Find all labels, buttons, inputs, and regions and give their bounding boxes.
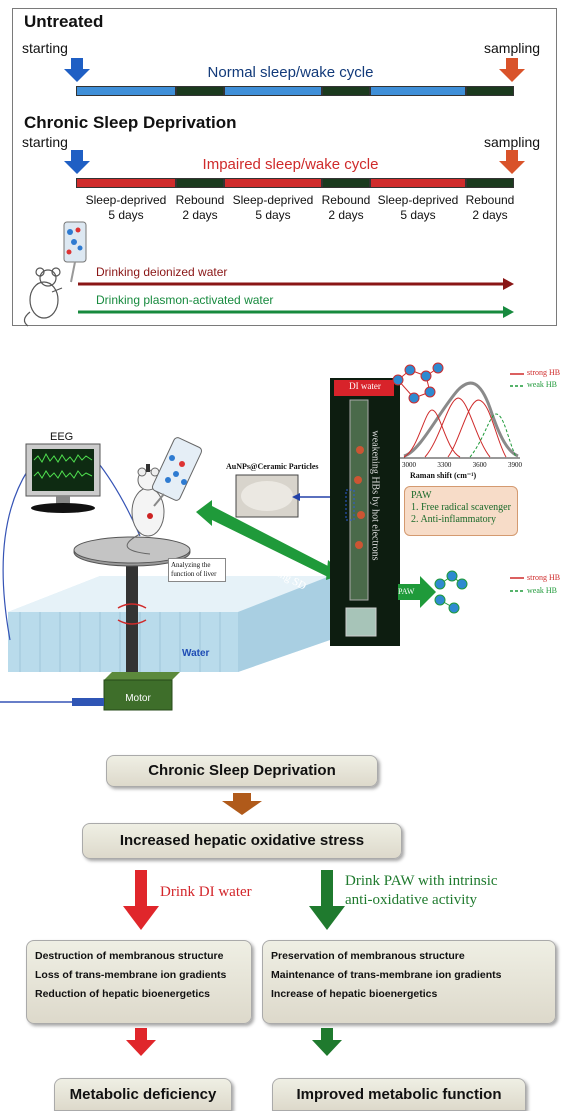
right-outcome-label: Improved metabolic function [296, 1086, 502, 1103]
normal-segment [76, 86, 176, 96]
aunps-particles [235, 474, 342, 518]
effect-item: Reduction of hepatic bioenergetics [35, 988, 211, 1000]
effect-item: Maintenance of trans-membrane ion gradie… [271, 969, 502, 981]
raman-tick: 3600 [472, 461, 487, 469]
di-water-arrow [78, 278, 514, 290]
oxidative-stress-box: Increased hepatic oxidative stress [82, 823, 402, 859]
right-effects-box: Preservation of membranous structure Mai… [262, 940, 556, 1024]
legend-weak: weak HB [527, 586, 557, 595]
left-outcome-label: Metabolic deficiency [69, 1086, 217, 1103]
timeline-arrows [23, 58, 525, 327]
paw-box-item: 2. Anti-inflammatory [411, 514, 496, 525]
raman-tick: 3900 [507, 461, 522, 469]
dark-segment [466, 86, 514, 96]
rebound-segment [322, 178, 370, 188]
flowchart-arrows [123, 793, 345, 1056]
motor [0, 672, 180, 711]
motor-label: Motor [125, 693, 151, 704]
normal-cycle-label: Normal sleep/wake cycle [207, 64, 374, 81]
raman-xlabel: Raman shift (cm⁻¹) [410, 471, 477, 480]
water-tank [8, 576, 330, 672]
starting-arrow-icon [64, 58, 90, 82]
effect-item: Increase of hepatic bioenergetics [271, 988, 438, 1000]
timeline-panel [12, 8, 557, 326]
effect-item: Loss of trans-membrane ion gradients [35, 969, 227, 981]
paw-tag: PAW [398, 587, 415, 596]
aunps-label: AuNPs@Ceramic Particles [226, 462, 319, 471]
paw-output-arrow [398, 576, 436, 608]
sampling-arrow-icon [499, 58, 525, 82]
csd-box: Chronic Sleep Deprivation [106, 755, 378, 787]
starting-label: starting [22, 40, 68, 56]
down-arrow-icon [222, 793, 262, 815]
normal-segment [370, 86, 466, 96]
starting-arrow-icon [64, 150, 90, 174]
legend-weak: weak HB [527, 380, 557, 389]
analyzing-label: Analyzing the function of liver [168, 558, 226, 582]
red-arrow-icon [126, 1028, 156, 1056]
dark-segment [176, 86, 224, 96]
water-cluster-icon [392, 362, 444, 404]
sampling-arrow-icon [499, 150, 525, 174]
csd-title: Chronic Sleep Deprivation [24, 113, 237, 132]
drink-di-label: Drink DI water [160, 884, 252, 900]
experiment-illustration [0, 362, 524, 711]
legend-strong: strong HB [527, 573, 561, 582]
deprived-segment [370, 178, 466, 188]
oxidative-stress-label: Increased hepatic oxidative stress [119, 832, 365, 849]
sampling-label: sampling [484, 40, 541, 56]
eeg-monitor-icon [25, 443, 101, 513]
deprived-segment [224, 178, 322, 188]
paw-effects-box: PAW 1. Free radical scavenger 2. Anti-in… [404, 486, 518, 536]
left-effects-box: Destruction of membranous structure Loss… [26, 940, 252, 1024]
untreated-title: Untreated [24, 12, 104, 31]
paw-box-title: PAW [411, 490, 432, 501]
raman-tick: 3000 [402, 461, 416, 469]
starting-label: starting [22, 134, 68, 150]
drink-paw-label: Drink PAW with intrinsic anti-oxidative … [345, 873, 498, 908]
sampling-label: sampling [484, 134, 541, 150]
legend-strong: strong HB [527, 368, 561, 377]
dark-segment [322, 86, 370, 96]
green-arrow-icon [309, 870, 345, 930]
effect-item: Destruction of membranous structure [35, 950, 224, 962]
di-water-label: Drinking deionized water [96, 265, 228, 279]
di-water-tag: DI water [349, 381, 381, 391]
legend [510, 373, 524, 592]
green-arrow-icon [312, 1028, 342, 1056]
mouse-icon [23, 267, 63, 327]
water-bottle-icon [63, 221, 87, 283]
reactor-column [330, 378, 400, 646]
paw-arrow [78, 306, 514, 318]
impaired-cycle-label: Impaired sleep/wake cycle [202, 156, 379, 173]
effect-item: Preservation of membranous structure [271, 950, 465, 962]
deprived-segment [76, 178, 176, 188]
paw-box-item: 1. Free radical scavenger [411, 502, 511, 513]
rebound-segment [466, 178, 514, 188]
eeg-label: EEG [50, 431, 74, 443]
left-outcome-box: Metabolic deficiency [54, 1078, 232, 1111]
water-label: Water [182, 648, 210, 659]
right-outcome-box: Improved metabolic function [272, 1078, 526, 1111]
red-arrow-icon [123, 870, 159, 930]
raman-ticks: 3000 3300 3600 3900 [402, 461, 522, 469]
water-bottle-icon [151, 437, 203, 507]
raman-tick: 3300 [437, 461, 452, 469]
paw-label: Drinking plasmon-activated water [96, 293, 274, 307]
rebound-segment [176, 178, 224, 188]
raman-spectrum [400, 381, 520, 459]
water-cluster-icon [434, 570, 468, 614]
csd-box-label: Chronic Sleep Deprivation [148, 762, 336, 779]
weakening-label: weakening HBs by hot electrons [369, 430, 381, 561]
normal-segment [224, 86, 322, 96]
